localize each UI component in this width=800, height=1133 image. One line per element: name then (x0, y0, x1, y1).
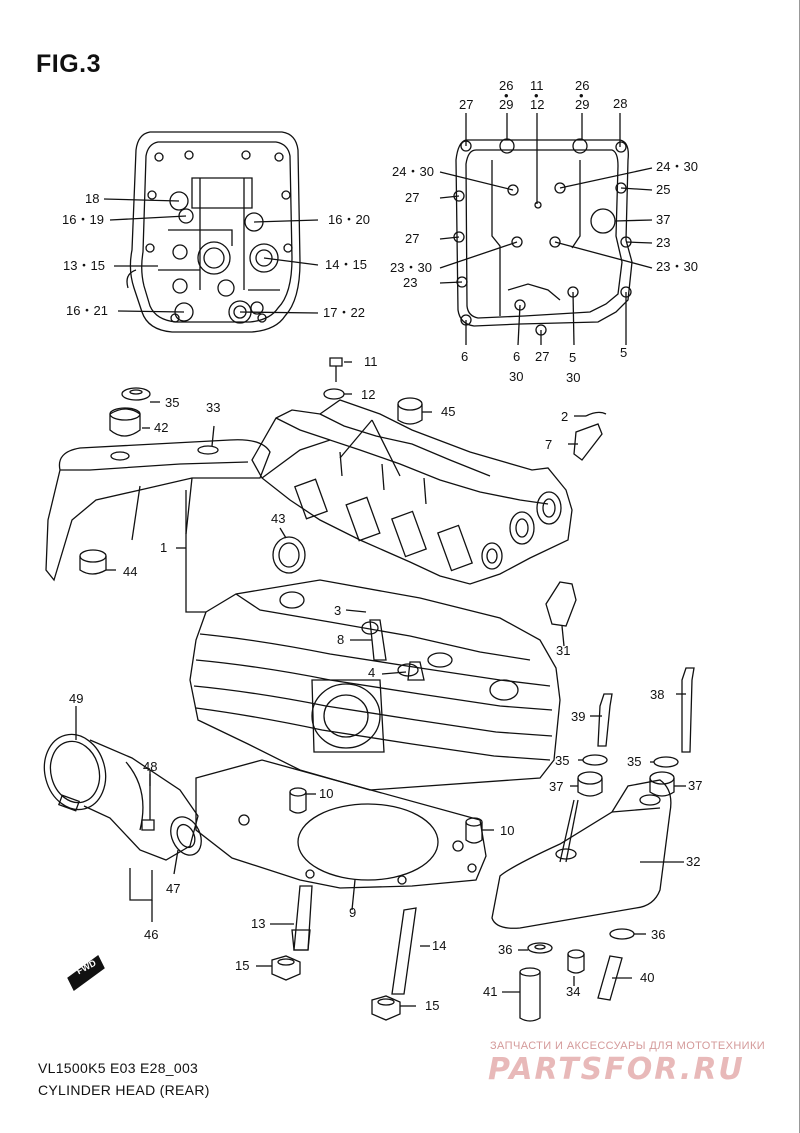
pin-clip (568, 412, 606, 460)
callout-49: 49 (69, 691, 84, 706)
callout-9: 9 (349, 905, 357, 920)
intake-pipe (36, 706, 207, 922)
callout-37-inset: 37 (656, 212, 671, 227)
callout-33: 33 (206, 400, 221, 415)
callout-43: 43 (271, 511, 286, 526)
callout-34: 34 (566, 984, 581, 999)
callout-17-22: 17・22 (323, 305, 365, 320)
callout-5-a: 5 (569, 350, 577, 365)
callout-15-right: 15 (425, 998, 440, 1013)
callout-30-b: 30 (509, 369, 524, 384)
callout-29-left: 29 (499, 97, 514, 112)
bolts-top (324, 358, 432, 424)
callout-5-b: 5 (620, 345, 628, 360)
dot-26-left: • (504, 88, 509, 103)
callout-6-b: 6 (513, 349, 521, 364)
section-name: CYLINDER HEAD (REAR) (38, 1082, 210, 1098)
bolts-right (502, 668, 694, 1021)
callout-32: 32 (686, 854, 701, 869)
watermark-tagline: ЗАПЧАСТИ И АКСЕССУАРЫ ДЛЯ МОТОТЕХНИКИ (490, 1040, 766, 1052)
callout-12-inset: 12 (530, 97, 545, 112)
model-code: VL1500K5 E03 E28_003 (38, 1060, 199, 1076)
side-cover-32 (492, 780, 684, 928)
side-cover-33 (46, 426, 270, 580)
callout-24-30-left: 24・30 (392, 164, 434, 179)
callout-24-30-right: 24・30 (656, 159, 698, 174)
callout-28: 28 (613, 96, 628, 111)
callout-16-20: 16・20 (328, 212, 370, 227)
callout-27-top: 27 (459, 97, 474, 112)
callout-8: 8 (337, 632, 345, 647)
forward-arrow (68, 956, 104, 990)
callout-37-left: 37 (549, 779, 564, 794)
studs-nuts (256, 886, 430, 1020)
callout-26-left: 26 (499, 78, 514, 93)
callout-47: 47 (166, 881, 181, 896)
cylinder-head-body (190, 580, 560, 790)
inset-head-plan (104, 132, 318, 332)
callout-7: 7 (545, 437, 553, 452)
callout-23-right: 23 (656, 235, 671, 250)
callout-45: 45 (441, 404, 456, 419)
callout-27-mid: 27 (405, 190, 420, 205)
callout-27-bottom: 27 (535, 349, 550, 364)
callout-26-right: 26 (575, 78, 590, 93)
callout-16-19: 16・19 (62, 212, 104, 227)
callout-14: 14 (432, 938, 447, 953)
grommets-left (80, 388, 160, 574)
callout-35-left: 35 (165, 395, 180, 410)
callout-27-low: 27 (405, 231, 420, 246)
callout-14-15: 14・15 (325, 257, 367, 272)
callout-29-right: 29 (575, 97, 590, 112)
callout-39: 39 (571, 709, 586, 724)
figure-title: FIG.3 (36, 50, 102, 78)
inset-cover-plan (440, 113, 652, 345)
callout-30-c: 30 (566, 370, 581, 385)
callout-4: 4 (368, 665, 376, 680)
callout-15-left: 15 (235, 958, 250, 973)
watermark-brand: PARTSFOR.RU (488, 1052, 745, 1087)
callout-48: 48 (143, 759, 158, 774)
callout-11-inset: 11 (530, 78, 544, 93)
dot-26-right: • (579, 88, 584, 103)
callout-44: 44 (123, 564, 138, 579)
callout-2: 2 (561, 409, 569, 424)
dowels-10 (290, 788, 494, 843)
callout-18: 18 (85, 191, 100, 206)
callout-46: 46 (144, 927, 159, 942)
callout-10-right: 10 (500, 823, 515, 838)
callout-3: 3 (334, 603, 342, 618)
callout-6-a: 6 (461, 349, 469, 364)
callout-1: 1 (160, 540, 168, 555)
callout-13: 13 (251, 916, 266, 931)
callout-10-left: 10 (319, 786, 334, 801)
cylinder-head-cover (252, 400, 572, 584)
callout-23-30-left: 23・30 (390, 260, 432, 275)
callout-13-15: 13・15 (63, 258, 105, 273)
callout-35-right: 35 (627, 754, 642, 769)
seal-43 (273, 528, 305, 573)
callout-23-left: 23 (403, 275, 418, 290)
callout-41: 41 (483, 984, 498, 999)
callout-36-left: 36 (498, 942, 513, 957)
callout-31: 31 (556, 643, 571, 658)
callout-35-mid: 35 (555, 753, 570, 768)
callout-12: 12 (361, 387, 376, 402)
callout-38: 38 (650, 687, 665, 702)
callout-37-right: 37 (688, 778, 703, 793)
callout-36-right: 36 (651, 927, 666, 942)
dot-11: • (534, 88, 539, 103)
callout-16-21: 16・21 (66, 303, 108, 318)
callout-42: 42 (154, 420, 169, 435)
callout-11: 11 (364, 354, 378, 369)
callout-23-30-right: 23・30 (656, 259, 698, 274)
callout-40: 40 (640, 970, 655, 985)
head-gasket-9 (196, 760, 486, 910)
callout-25: 25 (656, 182, 671, 197)
valve-parts (346, 582, 576, 680)
leader-lines (150, 420, 400, 786)
